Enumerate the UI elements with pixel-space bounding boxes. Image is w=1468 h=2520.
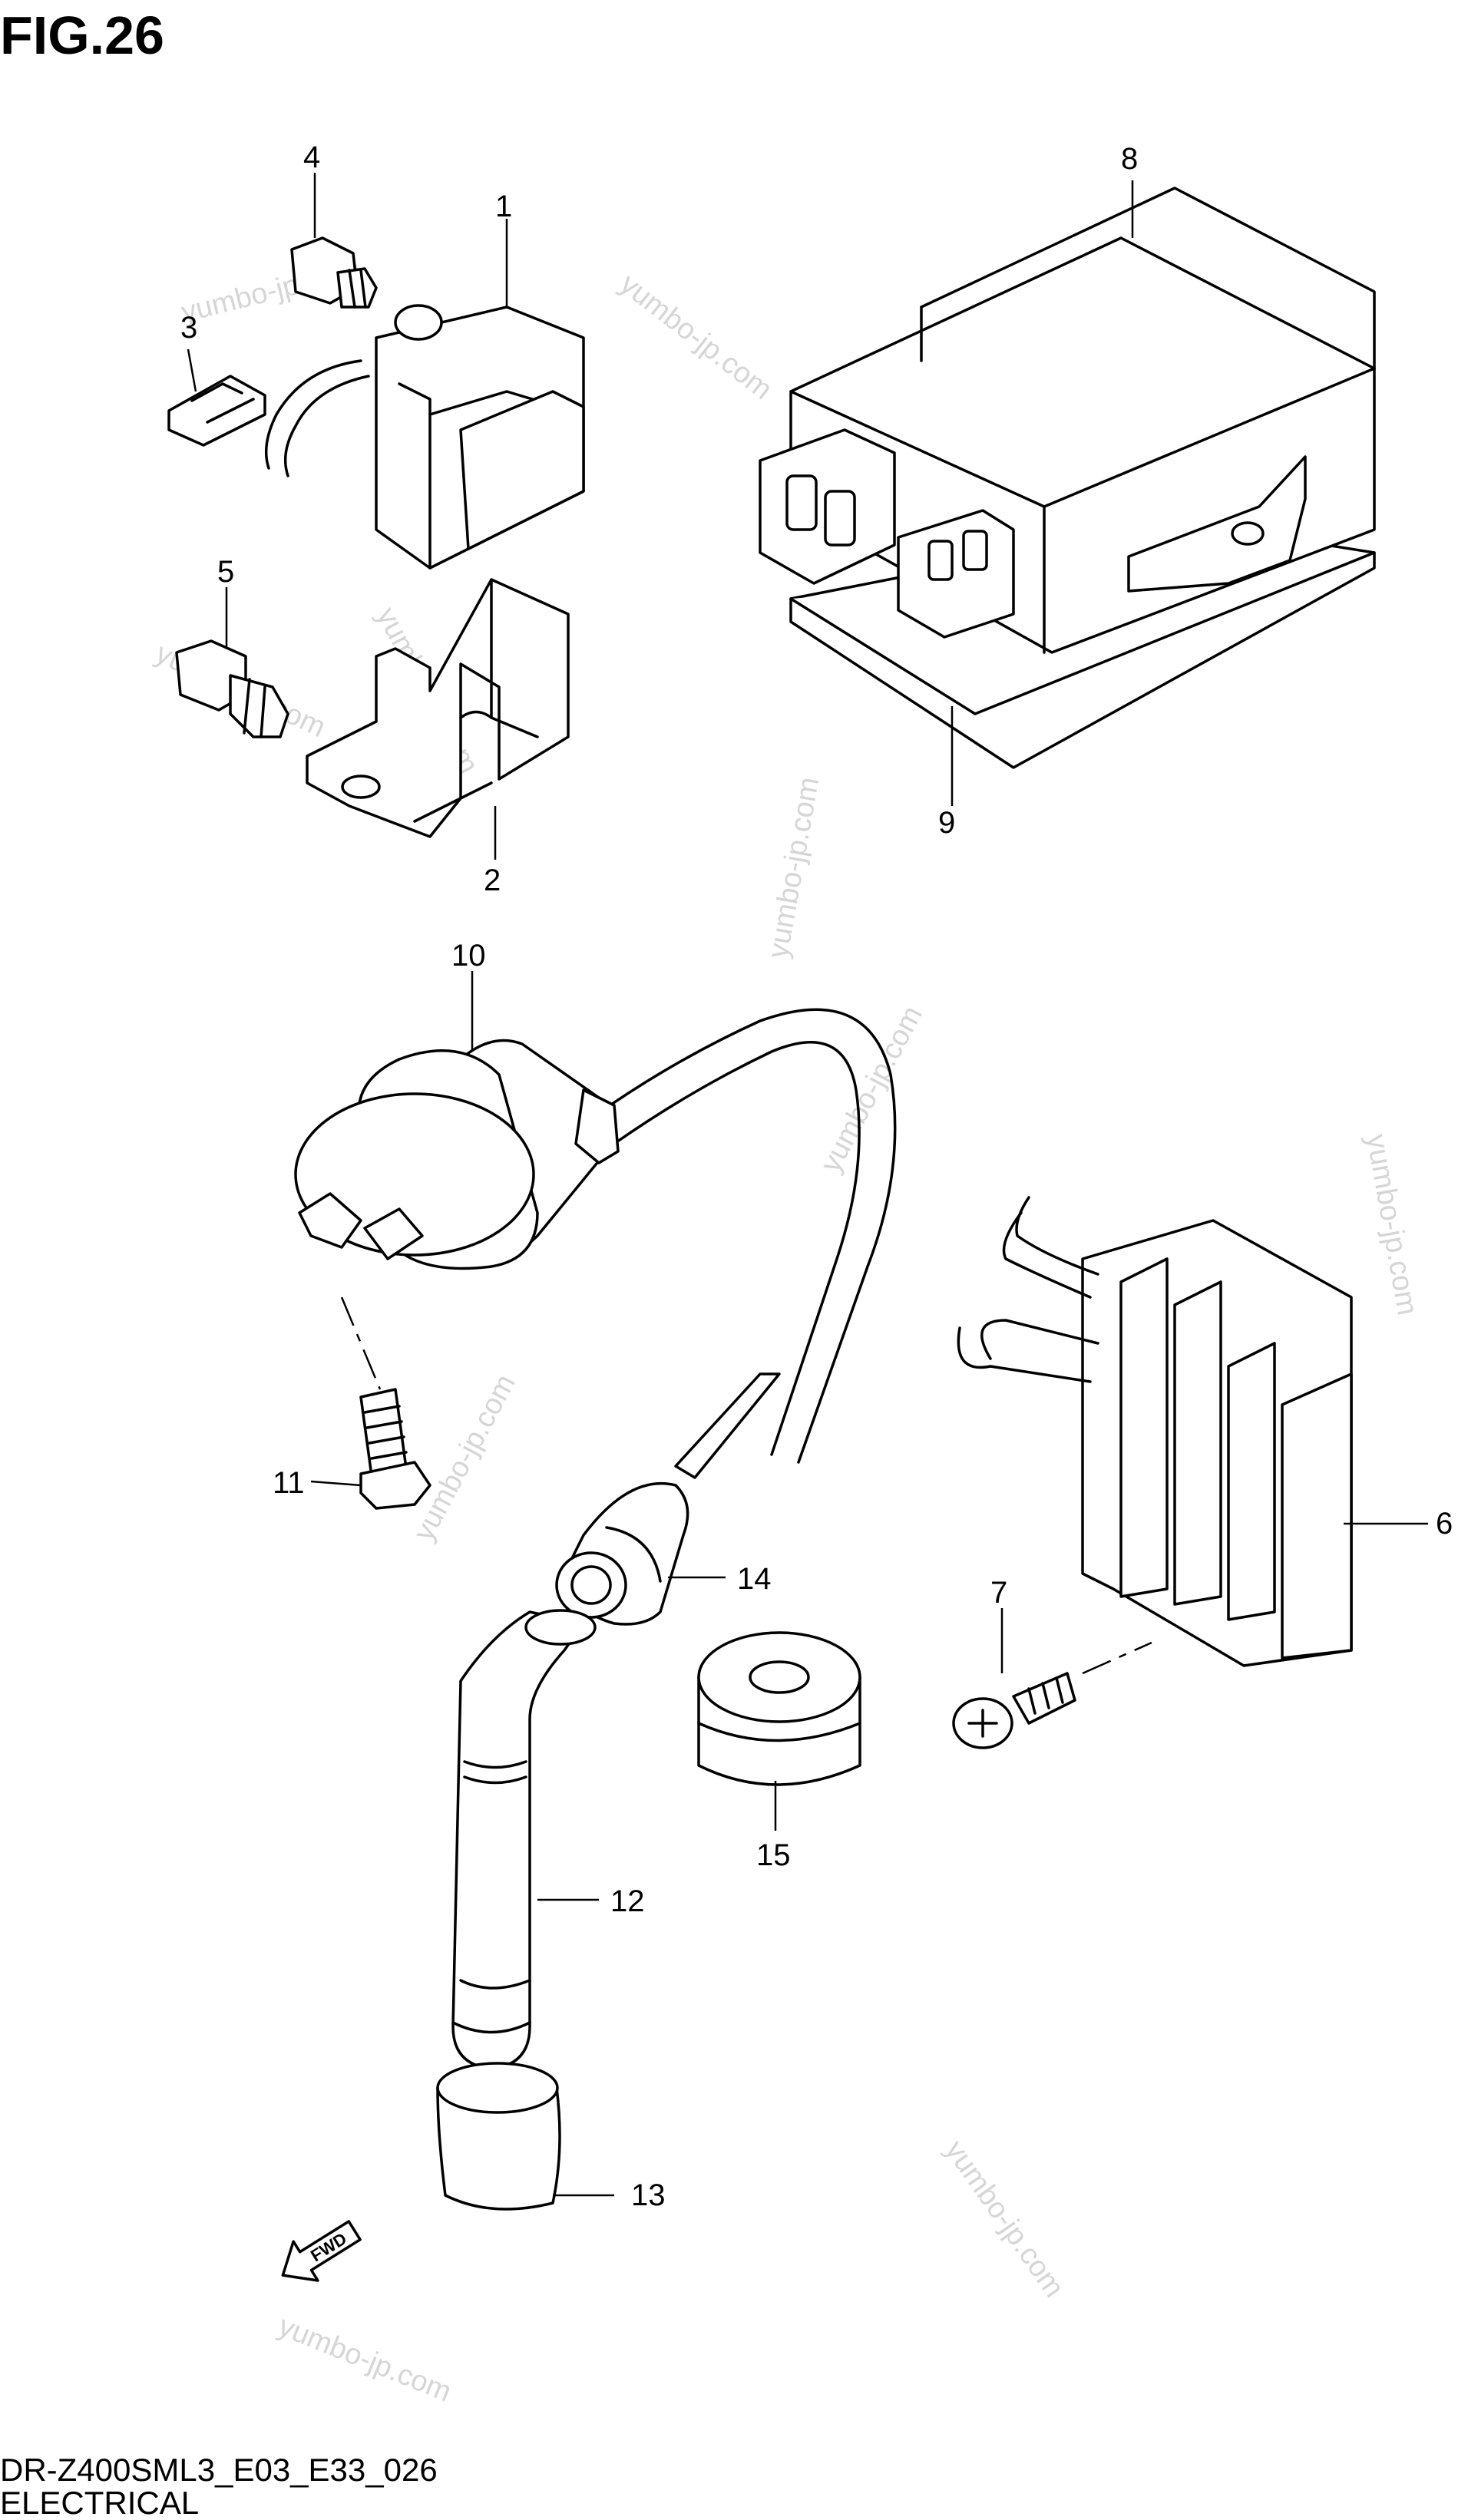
callout-12: 12 [610, 1884, 645, 1918]
callouts: 1 2 3 4 5 6 7 8 9 10 11 12 13 14 15 [180, 140, 1453, 2212]
part-boot [555, 1481, 689, 1626]
part-bracket [306, 578, 570, 838]
part-screw-7 [952, 1672, 1076, 1749]
section-name: ELECTRICAL [0, 2485, 199, 2520]
callout-5: 5 [217, 555, 234, 589]
part-relay [264, 304, 585, 570]
leader-lines [187, 173, 1428, 2197]
callout-2: 2 [484, 864, 501, 897]
callout-3: 3 [180, 311, 197, 345]
figure-title: FIG.26 [0, 5, 164, 65]
part-cap [436, 2062, 561, 2211]
watermark: yumbo-jp.com [274, 2310, 456, 2408]
part-cdi-unit [759, 187, 1376, 769]
part-bolt-11 [359, 1388, 431, 1510]
callout-4: 4 [303, 140, 320, 174]
assembly-lines [340, 1296, 1152, 1675]
callout-13: 13 [631, 2178, 666, 2212]
part-ignition-coil [294, 1008, 897, 1479]
part-bolt-5 [175, 639, 289, 738]
part-bolt-4 [290, 236, 378, 309]
watermark: yumbo-jp.com [408, 1369, 522, 1546]
callout-6: 6 [1436, 1507, 1453, 1541]
part-regulator [957, 1196, 1353, 1667]
part-plug-cap [451, 1609, 597, 2070]
callout-10: 10 [451, 939, 486, 973]
watermark: yumbo-jp.com [815, 1001, 929, 1177]
callout-8: 8 [1121, 142, 1138, 176]
callout-1: 1 [495, 190, 512, 223]
watermark: yumbo-jp.com [1360, 1131, 1423, 1317]
watermark: yumbo-jp.com [939, 2135, 1070, 2304]
fwd-arrow-icon: FWD [281, 2220, 362, 2282]
watermark: yumbo-jp.com [762, 774, 826, 960]
callout-9: 9 [938, 806, 955, 840]
part-grommet [697, 1631, 861, 1786]
callout-11: 11 [273, 1466, 305, 1500]
callout-14: 14 [737, 1562, 772, 1596]
watermark: yumbo-jp.com [613, 268, 778, 406]
part-connector-clip [167, 375, 266, 447]
model-code: DR-Z400SML3_E03_E33_026 [0, 2452, 438, 2488]
callout-7: 7 [990, 1576, 1007, 1610]
callout-15: 15 [756, 1838, 791, 1872]
